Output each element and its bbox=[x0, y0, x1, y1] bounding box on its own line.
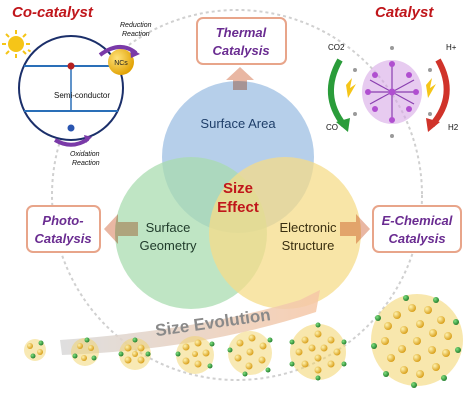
venn-diagram bbox=[115, 81, 361, 309]
co2-arrow-icon bbox=[327, 58, 347, 127]
semiconductor-label: Semi-conductor bbox=[54, 91, 110, 100]
semiconductor-panel: Semi-conductor NCs Reduction Reaction Ox… bbox=[2, 22, 152, 167]
echem-line2: Catalysis bbox=[388, 231, 445, 246]
outer-ring bbox=[51, 9, 423, 381]
venn-label-right-2: Structure bbox=[282, 238, 335, 253]
cluster-series bbox=[24, 294, 463, 388]
cluster-7 bbox=[371, 294, 463, 388]
photo-catalysis-box: Photo- Catalysis bbox=[26, 205, 101, 253]
label-h2: H2 bbox=[448, 123, 459, 132]
label-co: CO bbox=[326, 123, 338, 132]
thermal-catalysis-box: Thermal Catalysis bbox=[196, 17, 287, 65]
venn-label-top: Surface Area bbox=[200, 116, 276, 131]
bolt-icon-left bbox=[346, 78, 356, 98]
oxidation-arrow-icon bbox=[53, 137, 90, 147]
label-co2: CO2 bbox=[328, 43, 345, 52]
thermal-line1: Thermal bbox=[216, 25, 267, 40]
photo-line1: Photo- bbox=[42, 213, 83, 228]
catalyst-cluster-panel: CO2 CO H+ H2 bbox=[326, 43, 459, 138]
oxidation-line2: Reaction bbox=[72, 160, 100, 167]
venn-center-1: Size bbox=[223, 180, 253, 197]
sun-icon bbox=[2, 30, 30, 58]
cluster-5 bbox=[227, 331, 273, 377]
echem-line1: E-Chemical bbox=[382, 213, 453, 228]
photo-line2: Catalysis bbox=[34, 231, 91, 246]
cluster-2 bbox=[71, 337, 99, 366]
reduction-line1: Reduction bbox=[120, 22, 152, 29]
hplus-arrow-icon bbox=[429, 58, 450, 127]
size-evolution-arrow bbox=[60, 290, 320, 355]
reduction-line2: Reaction bbox=[122, 31, 150, 38]
heading-co-catalyst: Co-catalyst bbox=[12, 4, 94, 21]
cluster-6 bbox=[289, 322, 347, 381]
thermal-line2: Catalysis bbox=[212, 43, 269, 58]
heading-catalyst: Catalyst bbox=[375, 4, 434, 21]
ncs-label: NCs bbox=[114, 60, 128, 67]
venn-circle-electronic-structure bbox=[209, 157, 361, 309]
echemical-catalysis-box: E-Chemical Catalysis bbox=[372, 205, 462, 253]
venn-label-right-1: Electronic bbox=[279, 220, 337, 235]
label-hplus: H+ bbox=[446, 43, 457, 52]
oxidation-line1: Oxidation bbox=[70, 151, 100, 158]
cluster-4 bbox=[175, 336, 215, 374]
cluster-1 bbox=[24, 339, 46, 361]
cluster-3 bbox=[118, 337, 151, 370]
venn-label-left-1: Surface bbox=[146, 220, 191, 235]
ncs-particle bbox=[108, 49, 134, 75]
venn-center-2: Effect bbox=[217, 199, 259, 216]
venn-label-left-2: Geometry bbox=[139, 238, 197, 253]
bolt-icon-right bbox=[426, 78, 436, 98]
molecular-cluster-icon bbox=[353, 46, 432, 138]
